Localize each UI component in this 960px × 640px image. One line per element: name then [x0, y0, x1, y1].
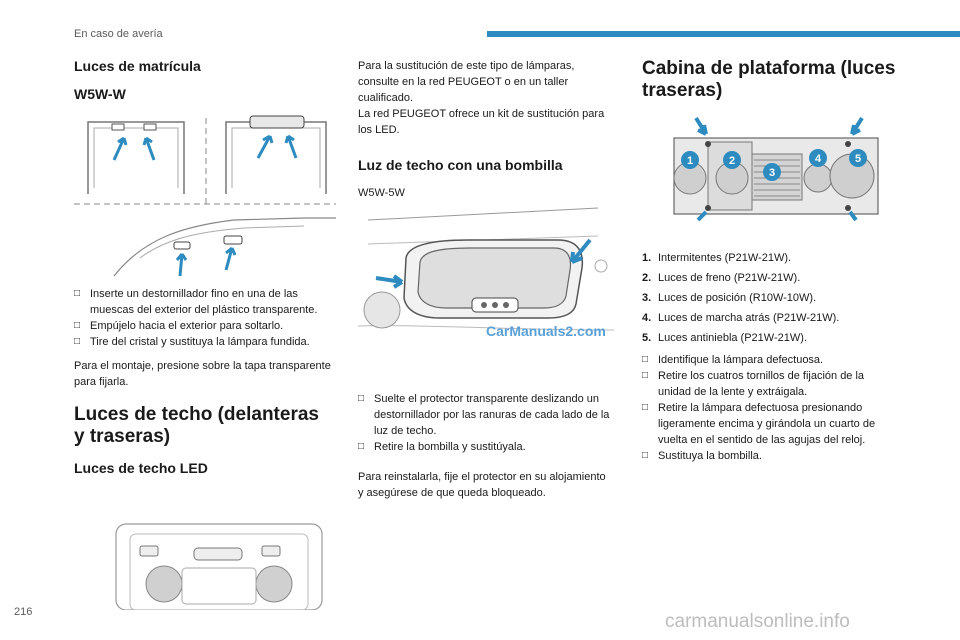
bullet-item: □Empújelo hacia el exterior para soltarl… [74, 320, 284, 332]
column-2: Para la sustitución de este tipo de lámp… [358, 58, 608, 201]
footer-watermark: carmanualsonline.info [665, 611, 850, 632]
header-accent-bar [487, 31, 960, 37]
callout-1: 1 [681, 151, 699, 169]
lamp-list-item: 4.Luces de marcha atrás (P21W-21W). [642, 312, 840, 324]
column-3: Cabina de plataforma (luces traseras) [642, 58, 922, 102]
bullet-item: □Retire la lámpara defectuosa presionand… [642, 402, 876, 446]
lamp-list-item: 1.Intermitentes (P21W-21W). [642, 252, 792, 264]
heading-luces-techo-led: Luces de techo LED [74, 460, 208, 476]
column-1-body: □Inserte un destornillador fino en una d… [74, 286, 332, 476]
spec-w5w: W5W-5W [358, 187, 405, 199]
bullet-item: □Suelte el protector transparente desliz… [358, 393, 610, 437]
bullet-marker: □ [642, 402, 649, 413]
bullet-item: □Identifique la lámpara defectuosa. [642, 354, 824, 366]
bullet-marker: □ [74, 336, 81, 347]
bullet-marker: □ [358, 393, 365, 404]
lamp-list-item: 3.Luces de posición (R10W-10W). [642, 292, 817, 304]
heading-luces-techo: Luces de techo (delanteras y traseras) [74, 404, 319, 447]
watermark-carmanuals: CarManuals2.com [486, 323, 606, 339]
heading-cabina-plataforma: Cabina de plataforma (luces traseras) [642, 58, 896, 101]
bullet-marker: □ [642, 370, 649, 381]
heading-w5w: W5W-W [74, 86, 126, 102]
license-plate-light-figure [74, 115, 336, 277]
paragraph-led: Para la sustitución de este tipo de lámp… [358, 60, 575, 104]
rear-lamp-cluster-figure: 1 2 3 4 5 [673, 116, 879, 222]
bullet-marker: □ [74, 288, 81, 299]
svg-text:2: 2 [729, 155, 735, 167]
paragraph-reinstalar: Para reinstalarla, fije el protector en … [358, 471, 606, 499]
column-2-body: □Suelte el protector transparente desliz… [358, 391, 610, 501]
bullet-marker: □ [642, 450, 649, 461]
heading-luces-matricula: Luces de matrícula [74, 58, 201, 74]
bullet-item: □Tire del cristal y sustituya la lámpara… [74, 336, 310, 348]
page-number: 216 [14, 606, 33, 618]
column-1: Luces de matrícula W5W-W [74, 58, 334, 102]
bullet-item: □Retire la bombilla y sustitúyala. [358, 441, 526, 453]
column-3-list: 1.Intermitentes (P21W-21W). 2.Luces de f… [642, 250, 902, 350]
page-header-title: En caso de avería [74, 28, 163, 40]
lamp-list-item: 5.Luces antiniebla (P21W-21W). [642, 332, 807, 344]
paragraph-montaje: Para el montaje, presione sobre la tapa … [74, 360, 331, 388]
svg-text:1: 1 [687, 155, 693, 167]
single-bulb-ceiling-light-figure [358, 207, 614, 331]
bullet-marker: □ [74, 320, 81, 331]
bullet-item: □Retire los cuatros tornillos de fijació… [642, 370, 865, 398]
heading-luz-bombilla: Luz de techo con una bombilla [358, 157, 563, 173]
callout-5: 5 [849, 149, 867, 167]
svg-text:3: 3 [769, 167, 775, 179]
svg-text:4: 4 [815, 153, 822, 165]
led-ceiling-light-figure [115, 523, 323, 610]
svg-text:5: 5 [855, 153, 861, 165]
bullet-item: □Sustituya la bombilla. [642, 450, 762, 462]
callout-4: 4 [809, 149, 827, 167]
bullet-item: □Inserte un destornillador fino en una d… [74, 288, 318, 316]
callout-3: 3 [763, 163, 781, 181]
lamp-list-item: 2.Luces de freno (P21W-21W). [642, 272, 801, 284]
paragraph-kit: La red PEUGEOT ofrece un kit de sustituc… [358, 108, 605, 136]
column-3-body: □Identifique la lámpara defectuosa. □Ret… [642, 352, 900, 464]
bullet-marker: □ [358, 441, 365, 452]
bullet-marker: □ [642, 354, 649, 365]
callout-2: 2 [723, 151, 741, 169]
